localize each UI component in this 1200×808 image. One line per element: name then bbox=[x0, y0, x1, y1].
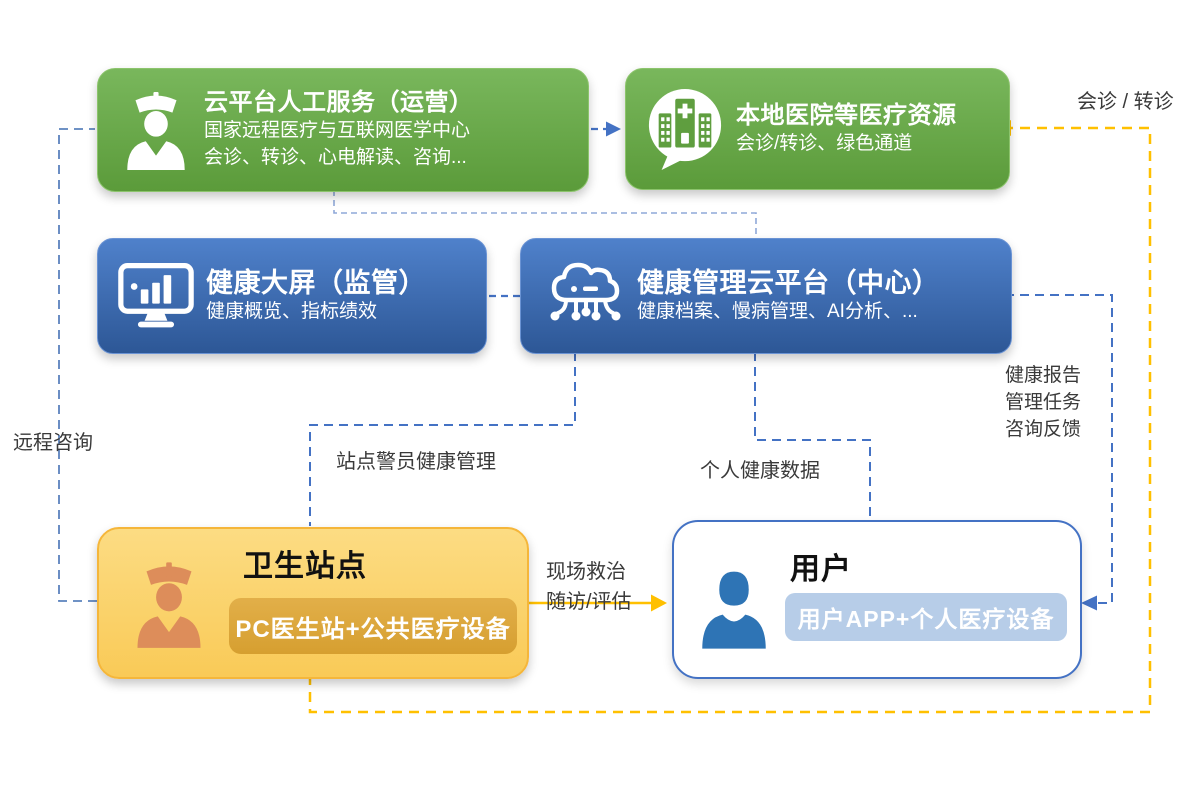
connector-platform-to-station bbox=[309, 352, 576, 526]
label-remote-consult: 远程咨询 bbox=[13, 432, 93, 454]
label-consult-transfer: 会诊 / 转诊 bbox=[1077, 91, 1174, 113]
cloud-network-icon bbox=[541, 252, 629, 340]
connector-remote-consult bbox=[58, 128, 97, 602]
node-health-screen: 健康大屏（监管） 健康概览、指标绩效 bbox=[97, 238, 487, 354]
user-badge: 用户APP+个人医疗设备 bbox=[785, 593, 1067, 641]
node-line1: 健康档案、慢病管理、AI分析、... bbox=[637, 300, 918, 322]
dashboard-monitor-icon bbox=[116, 261, 196, 331]
label-feedback-block: 健康报告 管理任务 咨询反馈 bbox=[1005, 362, 1081, 443]
station-badge: PC医生站+公共医疗设备 bbox=[229, 598, 517, 654]
label-report: 健康报告 bbox=[1005, 365, 1082, 386]
node-line1: 会诊/转诊、绿色通道 bbox=[736, 132, 913, 154]
node-title: 健康大屏（监管） bbox=[206, 267, 426, 298]
hospital-icon bbox=[644, 86, 726, 172]
node-line2: 会诊、转诊、心电解读、咨询... bbox=[204, 147, 467, 168]
node-cloud-service: 云平台人工服务（运营） 国家远程医疗与互联网医学中心 会诊、转诊、心电解读、咨询… bbox=[97, 68, 589, 192]
station-doctor-icon bbox=[133, 553, 205, 660]
doctor-icon bbox=[118, 90, 194, 170]
node-cloud-platform: 健康管理云平台（中心） 健康档案、慢病管理、AI分析、... bbox=[520, 238, 1012, 354]
person-icon bbox=[700, 556, 768, 667]
arrowhead-platform-to-user bbox=[1081, 595, 1097, 611]
label-followup-eval: 随访/评估 bbox=[546, 591, 632, 613]
connector-service-to-platform bbox=[333, 190, 757, 236]
label-personal-health-data: 个人健康数据 bbox=[700, 460, 820, 482]
label-station-police-health: 站点警员健康管理 bbox=[336, 451, 496, 473]
connector-platform-to-user-data bbox=[754, 352, 871, 519]
node-title: 卫生站点 bbox=[243, 550, 367, 583]
node-user: 用户 用户APP+个人医疗设备 bbox=[672, 520, 1082, 679]
node-local-hospital: 本地医院等医疗资源 会诊/转诊、绿色通道 bbox=[625, 68, 1010, 190]
arrowhead-service-to-hospital bbox=[606, 121, 621, 137]
node-title: 云平台人工服务（运营） bbox=[204, 89, 474, 117]
connector-platform-to-user-feedback bbox=[990, 294, 1113, 604]
label-consult-feedback: 咨询反馈 bbox=[1005, 419, 1082, 440]
node-title: 健康管理云平台（中心） bbox=[637, 267, 940, 298]
connector-station-to-hospital bbox=[308, 126, 1152, 714]
node-health-station: 卫生站点 PC医生站+公共医疗设备 bbox=[97, 527, 529, 679]
arrowhead-station-to-user bbox=[651, 594, 667, 612]
label-task: 管理任务 bbox=[1005, 392, 1082, 413]
node-title: 用户 bbox=[790, 553, 852, 586]
label-onsite-rescue: 现场救治 bbox=[546, 561, 626, 583]
label-onsite-block: 现场救治 随访/评估 bbox=[546, 557, 632, 617]
node-line1: 健康概览、指标绩效 bbox=[206, 300, 378, 322]
node-line1: 国家远程医疗与互联网医学中心 bbox=[204, 120, 471, 142]
node-title: 本地医院等医疗资源 bbox=[736, 101, 957, 129]
